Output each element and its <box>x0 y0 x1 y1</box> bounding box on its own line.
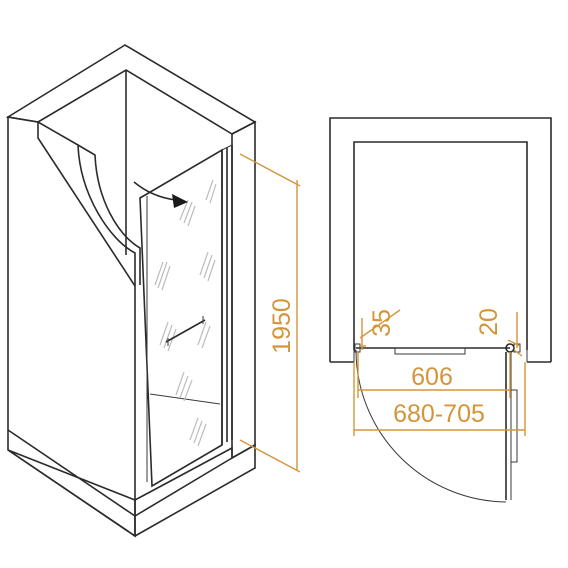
opening-label: 606 <box>411 363 453 391</box>
plan-handle <box>394 347 466 355</box>
height-label: 1950 <box>268 298 296 354</box>
base-top-edge-left <box>7 429 136 517</box>
opening-dimension <box>357 352 511 398</box>
base-top-edge-right <box>134 457 233 517</box>
door-profile-top <box>221 144 233 151</box>
gap-right-dimension <box>507 312 523 357</box>
gap-right-label: 20 <box>475 308 503 336</box>
width-range-label: 680-705 <box>393 400 485 428</box>
door-handle <box>165 316 206 346</box>
width-range-dimension <box>353 362 526 436</box>
plan-view: 35 20 606 680-705 <box>329 117 552 503</box>
left-wall-curve-inner <box>77 144 141 285</box>
right-wall-face <box>231 120 256 460</box>
niche-top-slab <box>5 44 257 135</box>
niche-outer-wall <box>329 117 552 362</box>
gap-left-dimension <box>359 309 401 350</box>
open-door-handle <box>510 389 518 463</box>
curved-arrow-icon <box>133 181 188 208</box>
gap-left-label: 35 <box>368 309 396 337</box>
glass-texture <box>154 179 217 447</box>
height-dimension <box>239 153 301 473</box>
left-wall-curve <box>37 121 136 286</box>
niche-inner-wall <box>353 141 528 350</box>
isometric-view: 1950 <box>5 44 301 538</box>
glass-door-panel <box>139 148 223 488</box>
door-swing-arc <box>355 349 507 503</box>
base-slab <box>7 443 256 537</box>
